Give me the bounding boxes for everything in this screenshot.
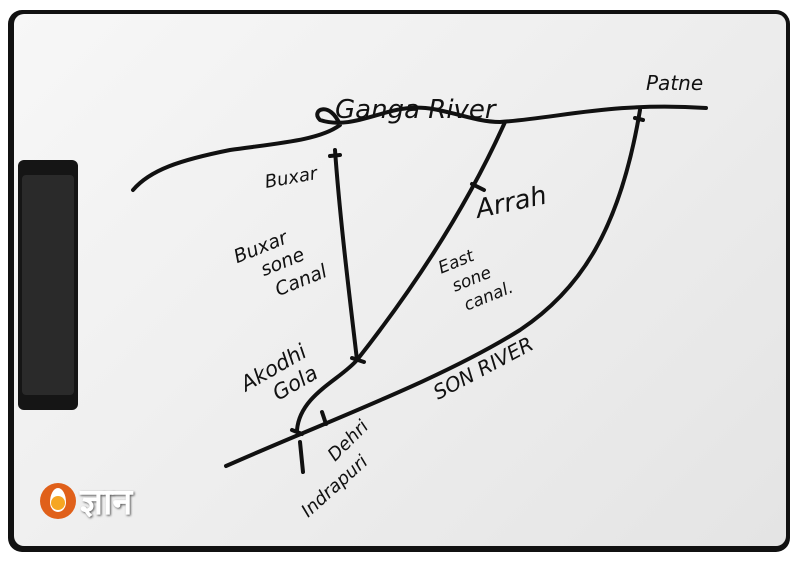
brand-logo: ज्ञान: [40, 476, 132, 525]
label-akodhi-gola: Akodhi Gola: [235, 339, 322, 405]
tick-marks: [290, 116, 645, 436]
east-sone-canal-line: [295, 120, 507, 432]
indrapuri-marker: [298, 440, 305, 474]
label-buxar: Buxar: [263, 163, 320, 193]
label-ganga-river: Ganga River: [335, 95, 498, 125]
drop-logo-icon: [40, 482, 76, 519]
whiteboard-surface: [14, 14, 786, 546]
son-river-line: [224, 108, 642, 468]
label-son-river: SON RIVER: [429, 332, 537, 405]
logo-text: ज्ञान: [80, 482, 133, 523]
buxar-sone-canal-line: [333, 148, 359, 362]
label-east-sone-canal: East sone canal.: [435, 246, 516, 316]
label-dehri: Dehri: [324, 416, 373, 465]
label-patna: Patne: [646, 71, 703, 95]
board-clip: [18, 160, 78, 410]
label-buxar-sone-canal: Buxar sone Canal: [231, 226, 331, 301]
ganga-river-line: [131, 104, 708, 192]
